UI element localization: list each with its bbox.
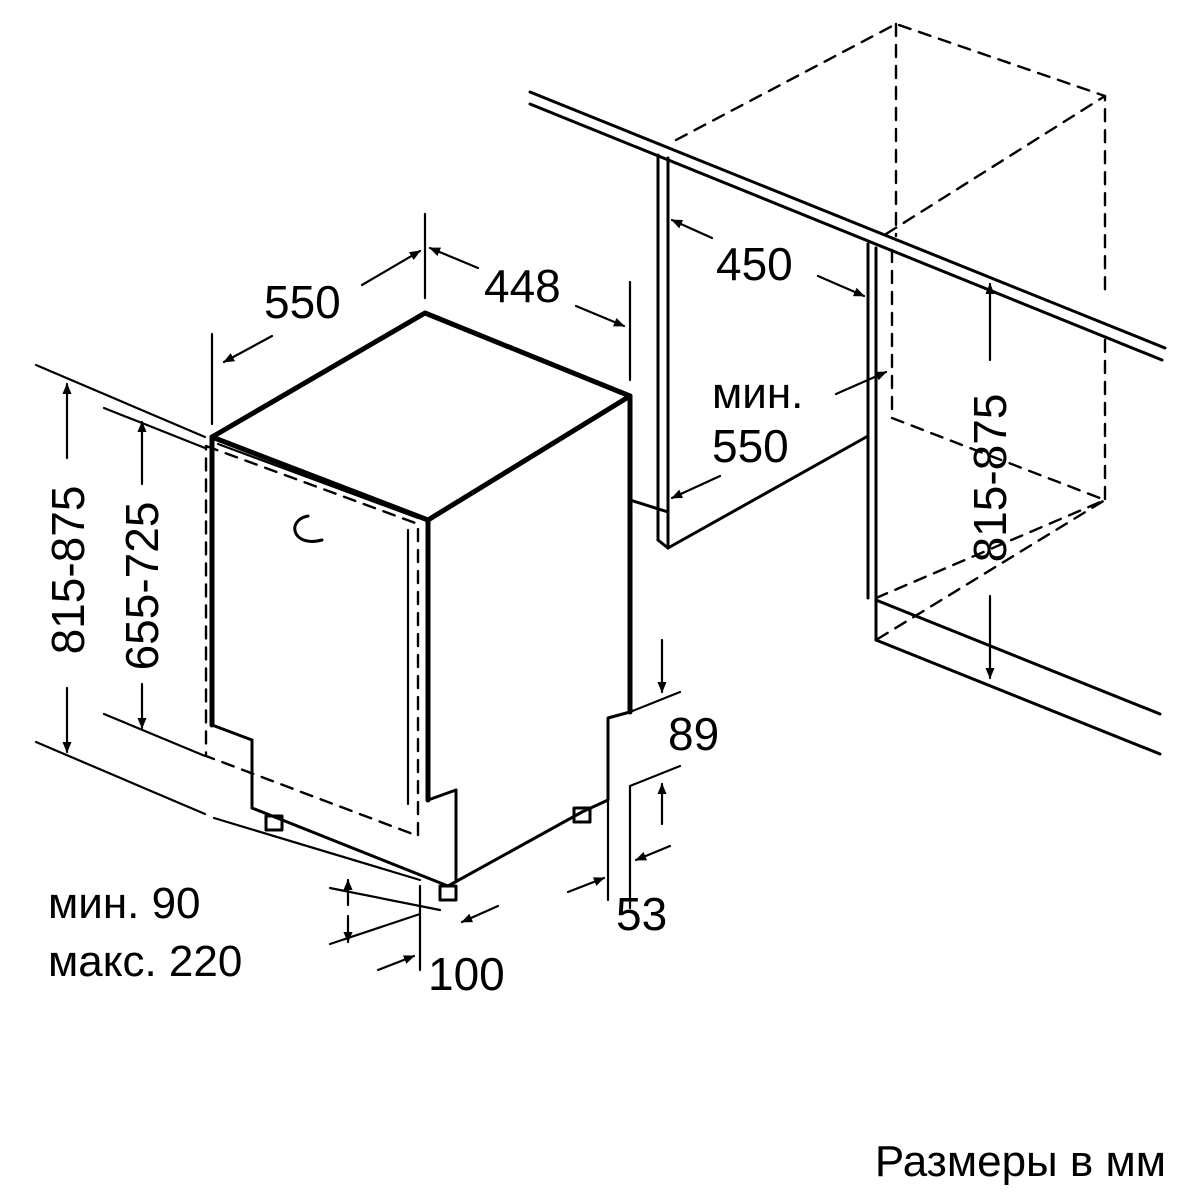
dim-89-ext-top: [628, 690, 682, 714]
plinth-top: [874, 598, 1162, 716]
left-panel-corner: [656, 538, 670, 550]
door-handle: [293, 514, 324, 543]
plinth-bottom: [874, 638, 1162, 756]
label-niche-height: 815-875: [964, 394, 1016, 563]
label-foot-offset: 53: [616, 888, 667, 940]
niche-floor-back: [666, 434, 870, 550]
dim-height-ext-bottom: [34, 740, 207, 816]
label-niche-depth: 550: [712, 420, 789, 472]
dim-550-arrow-right: [360, 249, 422, 287]
dim-53-arrow-left: [566, 876, 606, 894]
foot-front-right: [438, 884, 458, 902]
dim-450-arrow-left: [670, 218, 714, 240]
label-depth: 550: [264, 276, 341, 328]
dim-niche-depth-arrow-top: [834, 370, 888, 396]
label-niche-width: 450: [716, 238, 793, 290]
dishwasher-top-face: [209, 310, 633, 523]
upper-cabinet-dashed-shelf: [884, 94, 1107, 236]
door-bottom-edge: [210, 723, 254, 742]
dim-plinth-ext-mid: [328, 886, 442, 912]
base-back-step: [580, 710, 632, 814]
foot-front-left: [264, 814, 284, 832]
dim-plinth-ext-bottom: [328, 912, 422, 946]
countertop-line-top: [528, 90, 1167, 350]
label-plinth-min: мин. 90: [48, 879, 201, 928]
dimension-lines: [34, 212, 995, 972]
label-niche-depth-prefix: мин.: [712, 369, 803, 418]
dim-100-arrow-left: [376, 954, 416, 972]
label-width: 448: [484, 260, 561, 312]
lower-cabinet-dashed-floor: [874, 498, 1107, 600]
base-front-bottom: [250, 806, 450, 888]
lower-cabinet-dashed-base: [874, 416, 1107, 642]
base-right-notch: [426, 788, 458, 802]
label-height: 815-875: [42, 486, 94, 655]
door-panel-dashed: [204, 444, 420, 838]
dim-448-arrow-left: [428, 246, 480, 270]
dim-550-arrow-left: [222, 334, 274, 364]
upper-cabinet-dashed: [674, 22, 1107, 298]
dim-height-ext-top: [34, 363, 207, 439]
dim-89-ext-bottom: [628, 764, 682, 788]
dim-plinth-ext-top: [212, 816, 422, 882]
base-side-bottom: [446, 810, 584, 888]
dishwasher-body: [204, 310, 633, 902]
dim-450-arrow-right: [816, 274, 866, 298]
label-plinth-max: макс. 220: [48, 937, 242, 986]
countertop-line-bottom: [528, 102, 1164, 362]
dim-door-ext-bottom: [102, 712, 207, 758]
dim-448-arrow-right: [574, 304, 626, 328]
label-door-height: 655-725: [116, 502, 168, 671]
dim-53-arrow-right: [634, 844, 672, 862]
dim-door-ext-top: [102, 406, 207, 450]
dim-100-arrow-right: [460, 904, 500, 924]
foot-back-right: [572, 806, 592, 824]
label-base-height: 89: [668, 708, 719, 760]
dim-niche-depth-arrow-bottom: [670, 474, 722, 500]
label-plinth-depth: 100: [428, 948, 505, 1000]
dimension-labels: 550 448 450 мин. 550 815-875 815-875 655…: [42, 238, 1166, 1186]
units-note: Размеры в мм: [875, 1137, 1166, 1186]
left-panel-bottom: [628, 498, 670, 514]
door-top-edge: [216, 442, 420, 520]
kitchen-niche: [528, 22, 1167, 756]
